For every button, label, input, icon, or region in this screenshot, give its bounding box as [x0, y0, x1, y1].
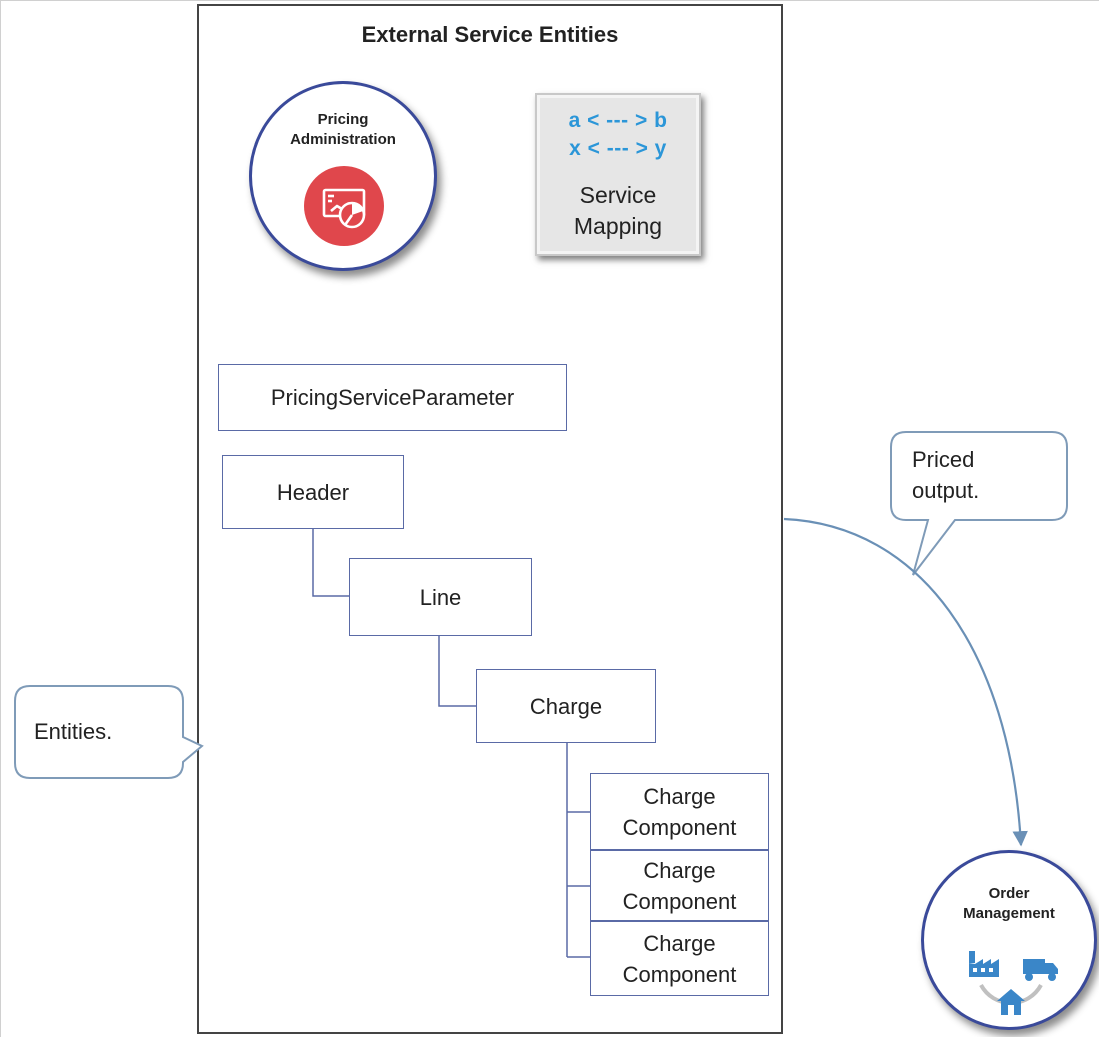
entity-charge-component: Charge Component: [590, 921, 769, 996]
entity-pricing-service-parameter: PricingServiceParameter: [218, 364, 567, 431]
service-mapping-label-1: Service: [579, 182, 657, 208]
pricing-administration-label-1: Pricing: [317, 111, 369, 128]
service-mapping-label-2: Mapping: [573, 213, 663, 239]
entities-callout-text: Entities.: [34, 719, 113, 744]
entity-charge-component: Charge Component: [590, 773, 769, 850]
charge-component-label-1: Charge: [643, 857, 716, 883]
entity-charge-component: Charge Component: [590, 850, 769, 921]
order-management-label-1: Order: [988, 885, 1030, 902]
priced-output-callout-text-2: output.: [912, 478, 980, 503]
charge-component-label-2: Component: [622, 888, 737, 914]
mapping-line-1: a < --- > b: [568, 109, 668, 132]
pricing-administration-label-2: Administration: [290, 131, 396, 148]
service-mapping-node: a < --- > b x < --- > y Service Mapping: [535, 93, 701, 256]
charge-component-label-2: Component: [622, 814, 737, 840]
order-management-node: Order Management: [921, 850, 1097, 1030]
pricing-chart-icon: [304, 166, 384, 246]
charge-component-label-1: Charge: [643, 783, 716, 809]
supply-chain-icon: [969, 951, 1058, 1015]
order-management-label-2: Management: [963, 905, 1055, 922]
mapping-line-2: x < --- > y: [569, 137, 667, 160]
pricing-administration-node: Pricing Administration: [249, 81, 437, 271]
charge-component-label-2: Component: [622, 961, 737, 987]
priced-output-callout-text-1: Priced: [912, 447, 975, 472]
entity-header: Header: [222, 455, 404, 529]
entity-line: Line: [349, 558, 532, 636]
entity-charge: Charge: [476, 669, 656, 743]
container-title: External Service Entities: [361, 22, 619, 47]
charge-component-label-1: Charge: [643, 930, 716, 956]
